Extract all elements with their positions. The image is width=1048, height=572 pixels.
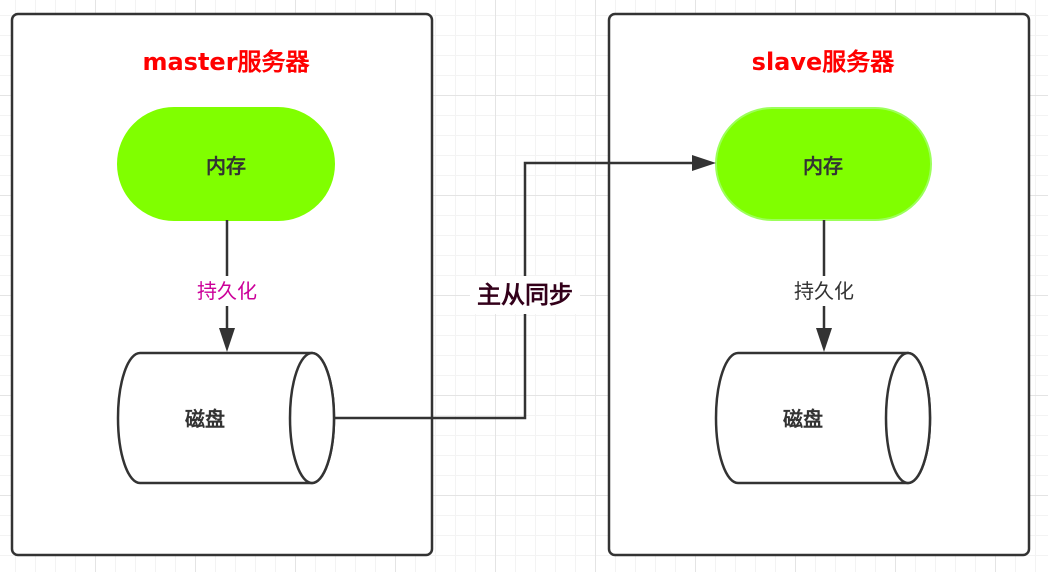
master-disk-cap xyxy=(288,351,336,485)
slave-persist-arrowhead xyxy=(816,328,832,352)
master-server-group: master服务器 内存 持久化 磁盘 xyxy=(10,12,434,557)
slave-persist-label-bg xyxy=(785,276,863,306)
slave-server-title: slave服务器 xyxy=(752,48,896,76)
master-persist-label: 持久化 xyxy=(197,279,257,303)
slave-disk-label: 磁盘 xyxy=(783,407,823,431)
sync-connector-group: 主从同步 xyxy=(334,155,716,420)
sync-label: 主从同步 xyxy=(477,281,573,309)
slave-disk-cap xyxy=(884,351,932,485)
sync-arrowhead xyxy=(692,155,716,171)
slave-server-group: slave服务器 内存 持久化 磁盘 xyxy=(607,12,1031,557)
sync-label-bg xyxy=(470,276,580,314)
master-persist-arrowhead xyxy=(219,328,235,352)
master-persist-label-bg xyxy=(188,276,266,306)
slave-persist-label: 持久化 xyxy=(794,279,854,303)
master-memory-label: 内存 xyxy=(206,154,246,178)
slave-memory-label: 内存 xyxy=(803,154,843,178)
master-server-title: master服务器 xyxy=(142,48,310,76)
master-disk-label: 磁盘 xyxy=(185,407,225,431)
